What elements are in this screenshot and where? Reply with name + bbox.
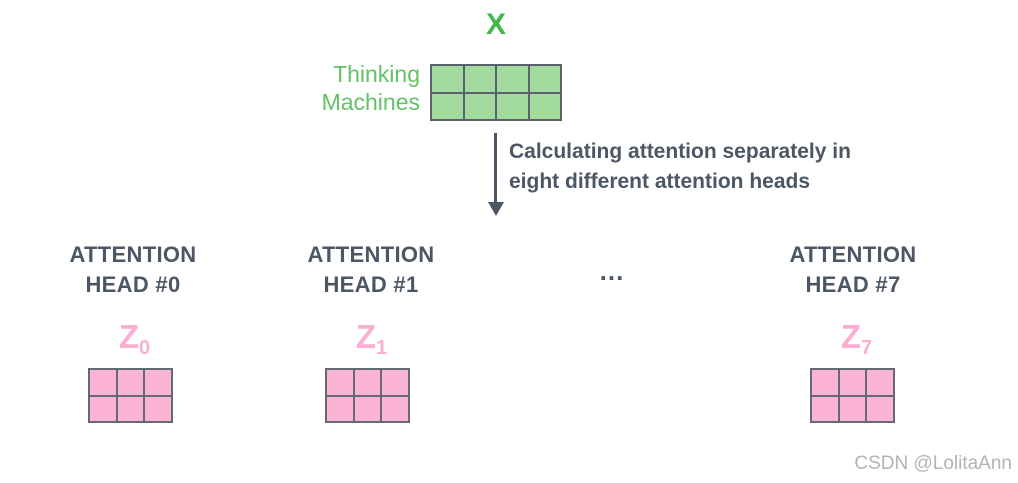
matrix-cell [432, 66, 463, 92]
attention-head-7-title: ATTENTION HEAD #7 [743, 240, 963, 300]
matrix-cell [382, 370, 408, 395]
down-arrow-icon [488, 202, 504, 216]
matrix-cell [90, 396, 116, 421]
input-matrix-x [430, 64, 562, 121]
z7-matrix-title: Z7 [814, 318, 899, 359]
matrix-cell [497, 93, 528, 119]
matrix-cell [867, 396, 893, 421]
matrix-cell [354, 396, 381, 421]
matrix-cell [812, 370, 838, 395]
matrix-cell [497, 66, 528, 92]
attention-head-7-title-line2: HEAD #7 [805, 272, 901, 297]
matrix-cell [145, 396, 171, 421]
matrix-cell [839, 370, 866, 395]
z0-matrix-title: Z0 [92, 318, 177, 359]
z0-base: Z [118, 318, 140, 355]
matrix-cell [90, 370, 116, 395]
matrix-cell [117, 396, 144, 421]
token-label-machines: Machines [321, 89, 420, 115]
z0-matrix [88, 368, 173, 423]
matrix-cell [839, 396, 866, 421]
matrix-cell [529, 66, 560, 92]
z7-subscript: 7 [861, 337, 873, 359]
matrix-cell [529, 93, 560, 119]
attention-head-1-title-line1: ATTENTION [307, 242, 435, 267]
token-label-thinking: Thinking [333, 61, 420, 87]
matrix-cell [432, 93, 463, 119]
z1-matrix [325, 368, 410, 423]
matrix-cell [812, 396, 838, 421]
matrix-cell [464, 66, 495, 92]
attention-head-1-title-line2: HEAD #1 [323, 272, 419, 297]
input-matrix-title: X [485, 8, 506, 41]
z7-base: Z [840, 318, 862, 355]
csdn-watermark: CSDN @LolitaAnn [854, 453, 1012, 474]
matrix-cell [354, 370, 381, 395]
process-caption: Calculating attention separately in eigh… [509, 137, 851, 197]
attention-head-0-title-line1: ATTENTION [69, 242, 197, 267]
matrix-cell [464, 93, 495, 119]
attention-head-1-title: ATTENTION HEAD #1 [261, 240, 481, 300]
matrix-cell [117, 370, 144, 395]
down-arrow-shaft [494, 133, 497, 203]
z7-matrix [810, 368, 895, 423]
matrix-cell [382, 396, 408, 421]
process-caption-line2: eight different attention heads [509, 170, 811, 193]
matrix-cell [327, 370, 353, 395]
attention-head-7-title-line1: ATTENTION [789, 242, 917, 267]
process-caption-line1: Calculating attention separately in [509, 140, 851, 163]
heads-ellipsis: ... [599, 256, 625, 286]
attention-head-0-title: ATTENTION HEAD #0 [23, 240, 243, 300]
input-token-labels: Thinking Machines [270, 60, 420, 116]
matrix-cell [327, 396, 353, 421]
z1-subscript: 1 [376, 337, 388, 359]
z1-matrix-title: Z1 [329, 318, 414, 359]
z0-subscript: 0 [139, 337, 151, 359]
matrix-cell [145, 370, 171, 395]
z1-base: Z [355, 318, 377, 355]
attention-head-0-title-line2: HEAD #0 [85, 272, 181, 297]
matrix-cell [867, 370, 893, 395]
